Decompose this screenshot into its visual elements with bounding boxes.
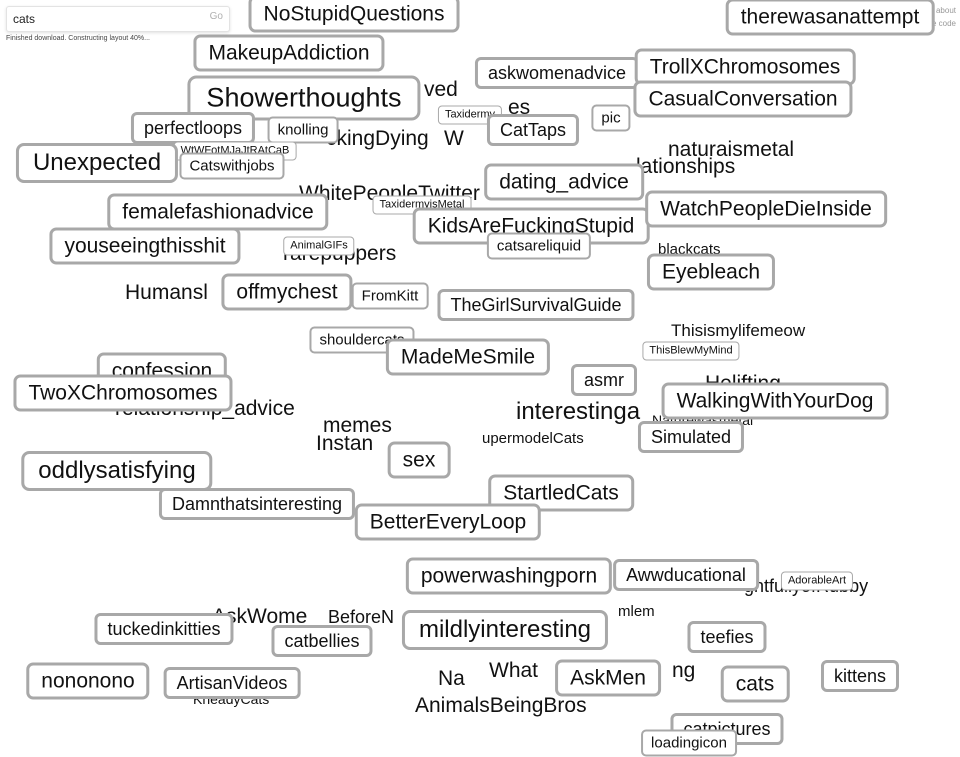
subreddit-node-simulated[interactable]: Simulated — [637, 421, 745, 453]
subreddit-node-nostupidquestions[interactable]: NoStupidQuestions — [248, 0, 460, 33]
subreddit-node-fragment[interactable]: AskWome — [212, 605, 308, 628]
subreddit-node-thegirlsurvivalguide[interactable]: TheGirlSurvivalGuide — [437, 289, 635, 321]
subreddit-node-watchpeopledieinside[interactable]: WatchPeopleDieInside — [645, 190, 887, 228]
subreddit-node-adorableart[interactable]: AdorableArt — [780, 571, 854, 591]
subreddit-node-fragment[interactable]: interestinga — [516, 398, 641, 425]
subreddit-node-teefies[interactable]: teefies — [687, 621, 767, 653]
subreddit-node-unexpected[interactable]: Unexpected — [15, 143, 179, 183]
subreddit-node-catbellies[interactable]: catbellies — [271, 625, 373, 657]
subreddit-node-fragment[interactable]: Na — [438, 667, 465, 690]
subreddit-node-eyebleach[interactable]: Eyebleach — [646, 253, 776, 291]
subreddit-node-fragment[interactable]: Thisismylifemeow — [671, 321, 806, 340]
subreddit-node-bettereveryloop[interactable]: BetterEveryLoop — [354, 503, 542, 541]
subreddit-node-catswithjobs[interactable]: Catswithjobs — [179, 152, 285, 180]
subreddit-node-loadingicon[interactable]: loadingicon — [641, 729, 737, 756]
subreddit-node-fragment[interactable]: blackcats — [658, 241, 721, 258]
subreddit-node-asmr[interactable]: asmr — [571, 364, 637, 396]
subreddit-node-fragment[interactable]: ckingDying — [326, 127, 429, 150]
subreddit-node-mildlyinteresting[interactable]: mildlyinteresting — [401, 610, 609, 650]
subreddit-node-fragment[interactable]: upermodelCats — [482, 430, 584, 447]
go-button[interactable]: Go — [209, 11, 223, 22]
subreddit-node-nononono[interactable]: nononono — [26, 662, 150, 700]
subreddit-node-fragment[interactable]: ved — [424, 78, 458, 101]
subreddit-node-perfectloops[interactable]: perfectloops — [130, 112, 256, 144]
subreddit-node-trollxchromosomes[interactable]: TrollXChromosomes — [634, 48, 856, 86]
subreddit-node-catsareliquid[interactable]: catsareliquid — [486, 232, 592, 260]
subreddit-node-therewasanattempt[interactable]: therewasanattempt — [725, 0, 935, 36]
about-link[interactable]: about — [935, 6, 956, 15]
subreddit-node-damnthatsinteresting[interactable]: Damnthatsinteresting — [158, 488, 356, 520]
subreddit-node-kittens[interactable]: kittens — [820, 660, 900, 692]
subreddit-node-makeupaddiction[interactable]: MakeupAddiction — [193, 34, 385, 72]
subreddit-node-fragment[interactable]: lationships — [636, 155, 736, 178]
subreddit-node-animalgifs[interactable]: AnimalGIFs — [283, 236, 355, 256]
status-text: Finished download. Constructing layout 4… — [6, 35, 150, 42]
subreddit-node-offmychest[interactable]: offmychest — [221, 273, 353, 311]
subreddit-node-cats[interactable]: cats — [720, 665, 790, 703]
subreddit-node-tuckedinkitties[interactable]: tuckedinkitties — [94, 613, 234, 645]
subreddit-node-sex[interactable]: sex — [387, 441, 451, 479]
subreddit-node-femalefashionadvice[interactable]: femalefashionadvice — [107, 193, 329, 231]
search-input[interactable] — [11, 9, 200, 29]
subreddit-node-powerwashingporn[interactable]: powerwashingporn — [405, 557, 613, 595]
subreddit-node-fragment[interactable]: BeforeN — [328, 607, 395, 627]
subreddit-node-fragment[interactable]: memes — [323, 414, 392, 437]
subreddit-node-artisanvideos[interactable]: ArtisanVideos — [163, 667, 301, 699]
subreddit-node-pic[interactable]: pic — [591, 104, 631, 132]
subreddit-node-fragment[interactable]: What — [489, 659, 539, 682]
subreddit-node-fragment[interactable]: AnimalsBeingBros — [415, 694, 587, 717]
search-box: Go — [6, 6, 230, 32]
subreddit-node-askwomenadvice[interactable]: askwomenadvice — [474, 57, 640, 89]
subreddit-node-twoxchromosomes[interactable]: TwoXChromosomes — [13, 374, 233, 412]
subreddit-node-oddlysatisfying[interactable]: oddlysatisfying — [21, 451, 213, 491]
subreddit-node-knolling[interactable]: knolling — [267, 116, 339, 144]
subreddit-node-fragment[interactable]: naturaismetal — [668, 138, 795, 161]
subreddit-node-fromkitt[interactable]: FromKitt — [351, 282, 429, 310]
subreddit-node-fragment[interactable]: Instan — [316, 432, 374, 455]
subreddit-node-dating-advice[interactable]: dating_advice — [484, 163, 644, 201]
subreddit-node-walkingwithyourdog[interactable]: WalkingWithYourDog — [661, 382, 889, 420]
subreddit-node-cattaps[interactable]: CatTaps — [486, 114, 580, 146]
subreddit-node-askmen[interactable]: AskMen — [555, 659, 661, 697]
subreddit-node-casualconversation[interactable]: CasualConversation — [633, 80, 853, 118]
subreddit-node-fragment[interactable]: ng — [672, 659, 696, 682]
subreddit-node-fragment[interactable]: es — [508, 96, 531, 119]
subreddit-node-mademesmile[interactable]: MadeMeSmile — [385, 338, 551, 376]
subreddit-node-fragment[interactable]: mlem — [618, 603, 655, 620]
subreddit-node-youseeingthisshit[interactable]: youseeingthisshit — [49, 227, 241, 265]
subreddit-node-awwducational[interactable]: Awwducational — [613, 559, 759, 591]
subreddit-node-thisblewmymind[interactable]: ThisBlewMyMind — [642, 341, 740, 361]
subreddit-node-fragment[interactable]: W — [444, 127, 464, 150]
subreddit-node-fragment[interactable]: Humansl — [125, 281, 208, 304]
